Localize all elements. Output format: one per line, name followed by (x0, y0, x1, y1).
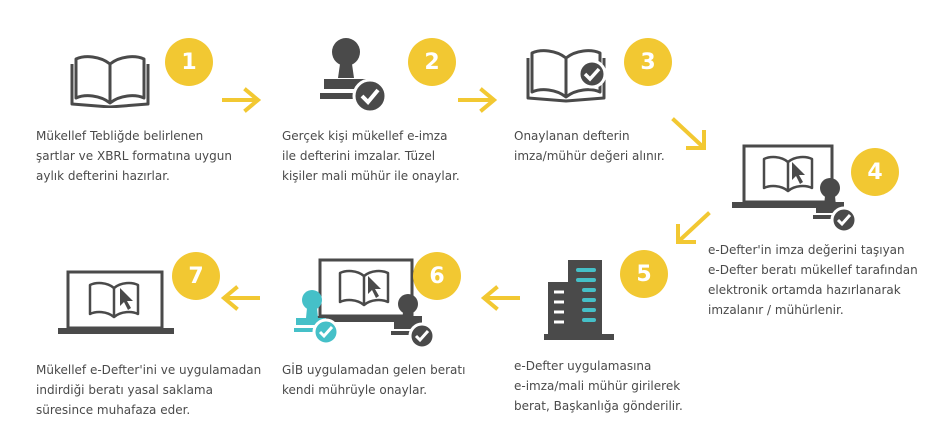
step-number-badge: 2 (408, 38, 456, 86)
step-number-badge: 6 (413, 252, 461, 300)
desc-line: imza/mühür değeri alınır. (514, 149, 665, 163)
desc-line: kişiler mali mühür ile onaylar. (282, 169, 460, 183)
laptop-two-stamps-icon (294, 258, 436, 350)
desc-line: Gerçek kişi mükellef e-imza (282, 129, 448, 143)
desc-line: indirdiği beratı yasal saklama (36, 383, 213, 397)
desc-line: imzalanır / mühürlenir. (708, 303, 844, 317)
desc-line: GİB uygulamadan gelen beratı (282, 363, 466, 377)
desc-line: berat, Başkanlığa gönderilir. (514, 399, 683, 413)
desc-line: e-imza/mali mühür girilerek (514, 379, 681, 393)
step-description: Gerçek kişi mükellef e-imza ile defterin… (282, 126, 460, 186)
book-check-icon (526, 49, 607, 103)
desc-line: Mükellef Tebliğde belirlenen (36, 129, 204, 143)
desc-line: e-Defter'in imza değerini taşıyan (708, 243, 905, 257)
step-number-badge: 7 (172, 252, 220, 300)
desc-line: Onaylanan defterin (514, 129, 630, 143)
desc-line: e-Defter beratı mükellef tarafından (708, 263, 918, 277)
step-description: e-Defter'in imza değerini taşıyan e-Deft… (708, 240, 918, 320)
desc-line: ile defterini imzalar. Tüzel (282, 149, 436, 163)
desc-line: elektronik ortamda hazırlanarak (708, 283, 901, 297)
step-number-badge: 1 (165, 38, 213, 86)
step-number-badge: 4 (851, 148, 899, 196)
desc-line: e-Defter uygulamasına (514, 359, 652, 373)
arrow-left-icon (480, 285, 520, 311)
arrow-right-icon (222, 87, 262, 113)
arrow-down-right-icon (671, 117, 706, 150)
step-number-badge: 3 (624, 38, 672, 86)
step-description: Mükellef Tebliğde belirlenen şartlar ve … (36, 126, 232, 186)
step-description: e-Defter uygulamasına e-imza/mali mühür … (514, 356, 683, 416)
step-description: Onaylanan defterin imza/mühür değeri alı… (514, 126, 665, 166)
arrow-right-icon (458, 87, 498, 113)
arrow-down-left-icon (676, 211, 711, 244)
arrow-left-icon (220, 285, 260, 311)
laptop-book-stamp-icon (732, 144, 858, 234)
step-description: GİB uygulamadan gelen beratı kendi mührü… (282, 360, 465, 400)
building-icon (544, 260, 614, 340)
laptop-book-icon (58, 270, 174, 334)
desc-line: kendi mührüyle onaylar. (282, 383, 428, 397)
step-number-badge: 5 (620, 250, 668, 298)
open-book-icon (70, 55, 150, 108)
stamp-check-icon (320, 38, 388, 114)
desc-line: aylık defterini hazırlar. (36, 169, 170, 183)
step-description: Mükellef e-Defter'ini ve uygulamadan ind… (36, 360, 261, 420)
desc-line: Mükellef e-Defter'ini ve uygulamadan (36, 363, 262, 377)
desc-line: süresince muhafaza eder. (36, 403, 191, 417)
desc-line: şartlar ve XBRL formatına uygun (36, 149, 232, 163)
